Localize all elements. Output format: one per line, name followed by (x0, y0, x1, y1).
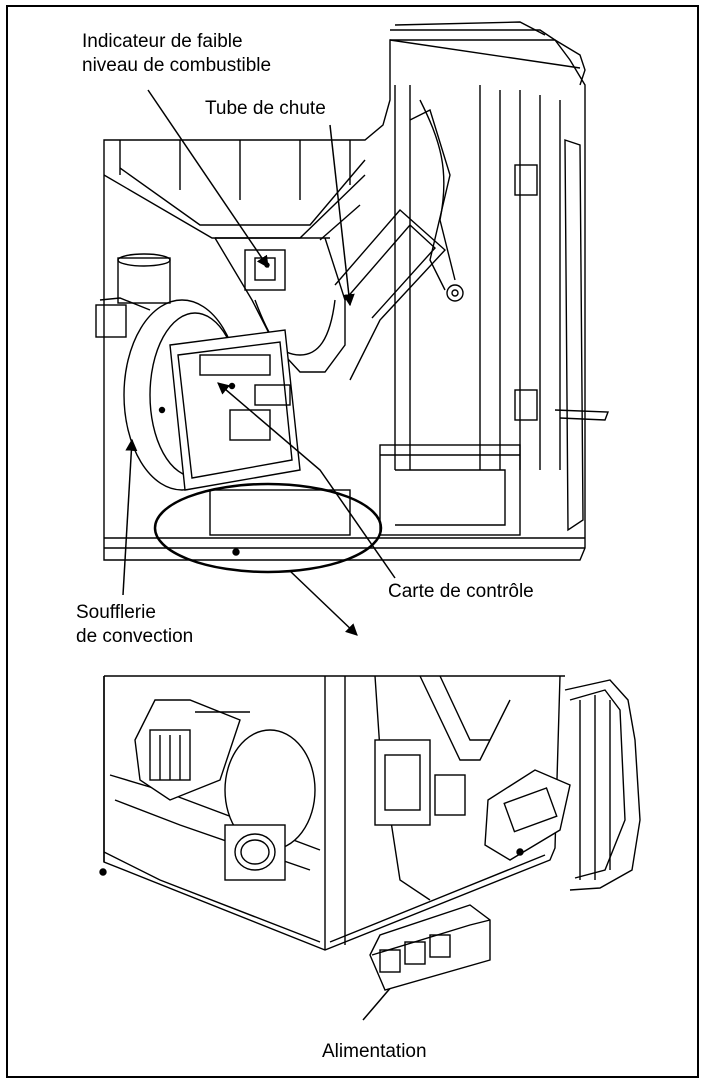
leader-lines (122, 89, 441, 1021)
top-stove-view (95, 21, 609, 561)
power-supply-text: Alimentation (322, 1041, 427, 1062)
control-board-text: Carte de contrôle (388, 581, 534, 602)
blower-line1: Soufflerie (76, 602, 156, 623)
convection-blower-label: Soufflerie de convection (76, 601, 193, 649)
leader-blower (122, 438, 138, 596)
power-supply-label: Alimentation (322, 1040, 427, 1064)
drop-tube-text: Tube de chute (205, 98, 326, 119)
leader-low-fuel (147, 89, 269, 268)
drop-tube-label: Tube de chute (205, 97, 326, 121)
blower-line2: de convection (76, 626, 194, 647)
bottom-stove-view (99, 675, 641, 991)
control-board-label: Carte de contrôle (388, 580, 534, 604)
low-fuel-line1: Indicateur de faible (82, 31, 243, 52)
low-fuel-indicator-label: Indicateur de faible niveau de combustib… (82, 30, 271, 78)
highlight-ellipse (153, 482, 383, 574)
zoom-arrow (289, 570, 358, 636)
leader-control-board (217, 382, 396, 579)
leader-drop-tube (329, 124, 355, 307)
low-fuel-line2: niveau de combustible (82, 55, 272, 76)
figure-frame (6, 5, 699, 1078)
